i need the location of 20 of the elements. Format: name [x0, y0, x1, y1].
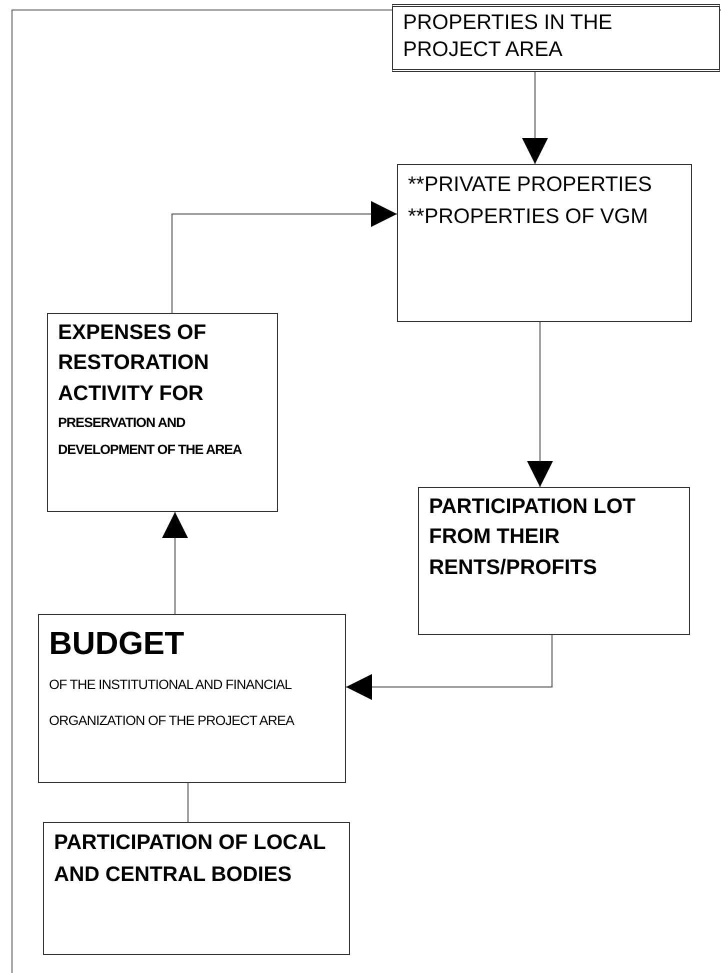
box-body: PRESERVATION AND DEVELOPMENT OF THE AREA [58, 414, 243, 460]
process-box [38, 614, 346, 783]
process-box [418, 487, 690, 635]
process-box [392, 4, 720, 72]
box-text: PARTICIPATION OF LOCAL AND CENTRAL BODIES [54, 830, 326, 888]
box-title: EXPENSES OF RESTORATION ACTIVITY FOR [58, 320, 210, 407]
box-body: OF THE INSTITUTIONAL AND FINANCIAL ORGANIZATION OF THE PROJECT AREA [49, 676, 296, 730]
box-body: **PROPERTIES OF VGM [408, 204, 649, 230]
process-box [43, 822, 350, 955]
box-text: PROPERTIES IN THE PROJECT AREA [403, 10, 614, 64]
box-title: **PRIVATE PROPERTIES [408, 172, 653, 198]
arrow [172, 201, 398, 314]
box-text: PARTICIPATION LOT FROM THEIR RENTS/PROFITS [429, 494, 636, 581]
process-box [397, 164, 692, 322]
arrow [162, 512, 188, 614]
arrow [346, 634, 552, 700]
process-box [47, 313, 278, 512]
arrow [527, 322, 553, 488]
arrow [522, 72, 548, 164]
box-title: BUDGET [49, 624, 186, 663]
